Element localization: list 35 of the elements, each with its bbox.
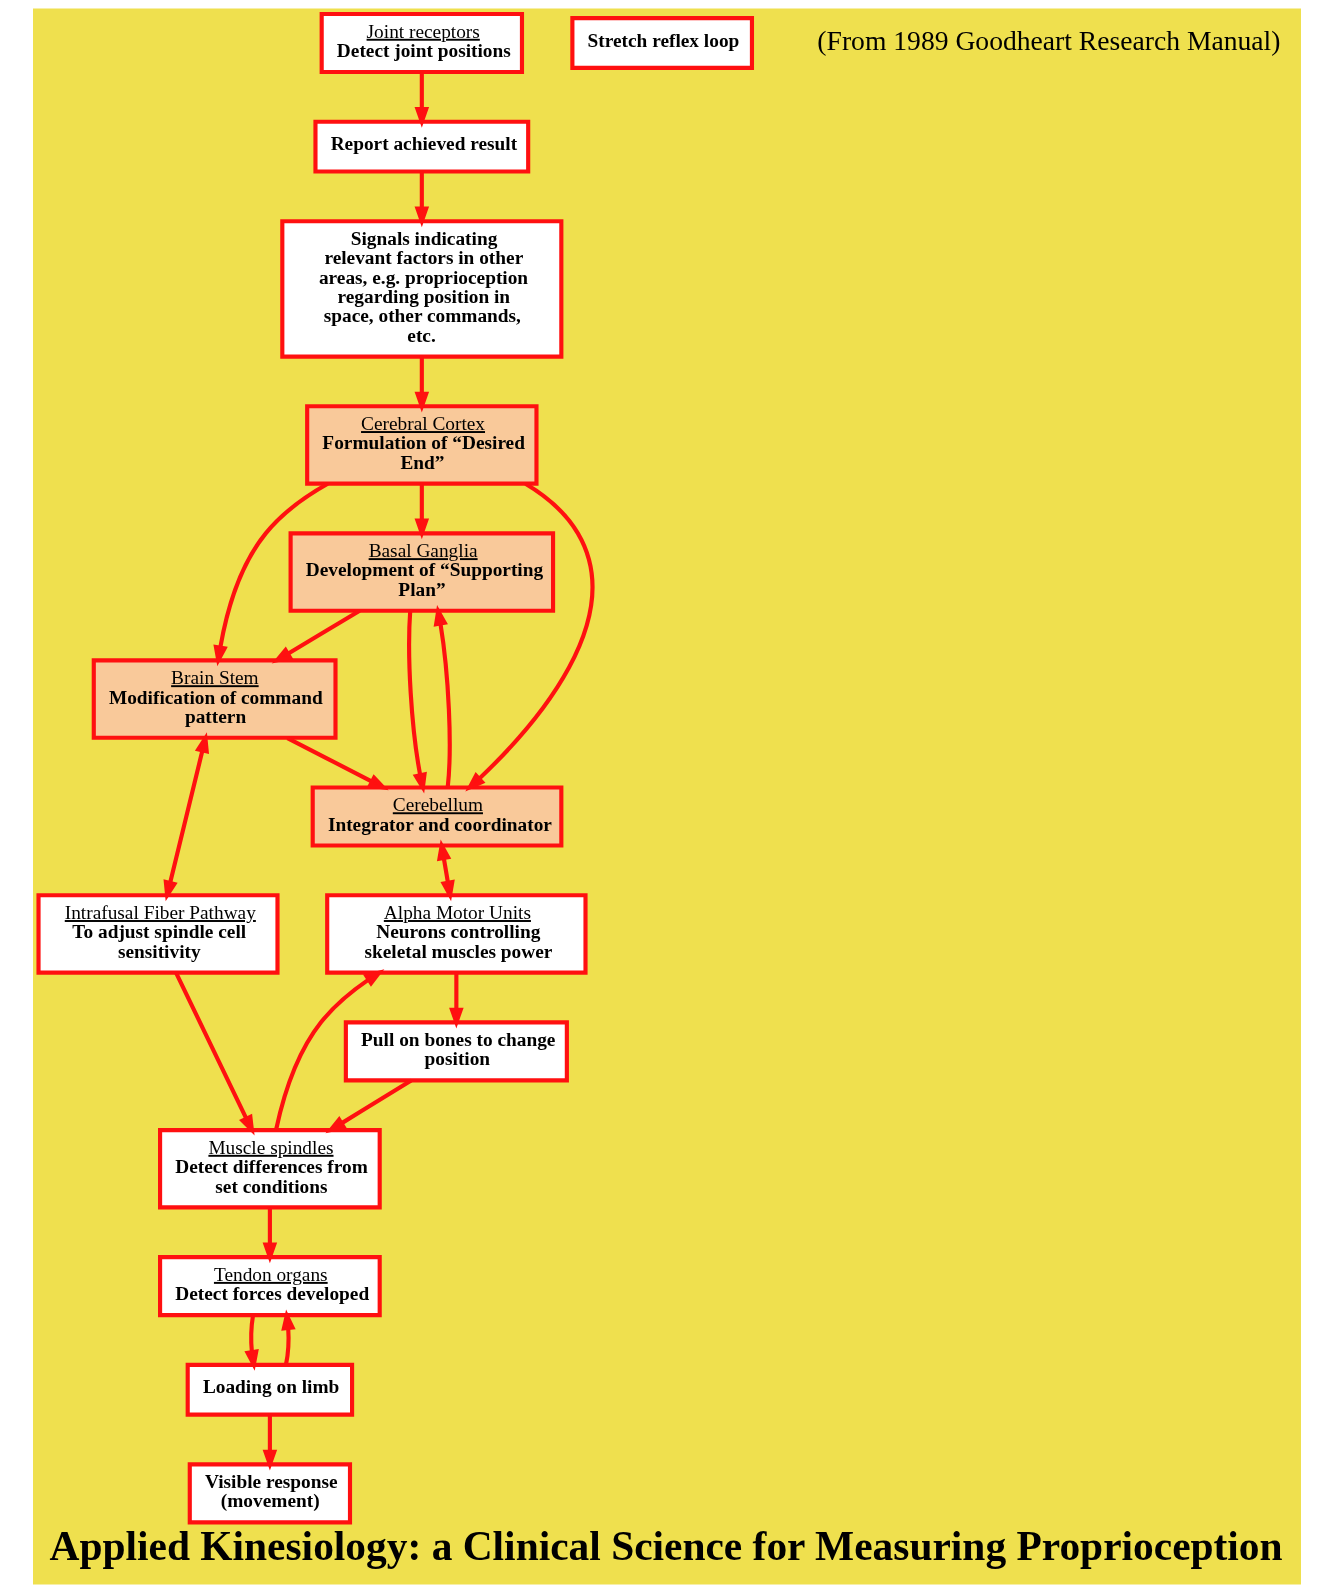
- arrow: [280, 1309, 296, 1365]
- arrow: [262, 1415, 277, 1471]
- arrow: [243, 1315, 259, 1371]
- arrow: [262, 1207, 277, 1264]
- node-box: Signals indicating relevant factors in other areas, e.g. proprioception regarding position in space, other commands, etc.: [279, 219, 563, 359]
- node-box: Brain Stem Modification of command pattern: [91, 658, 338, 740]
- arrow: [414, 171, 429, 228]
- label: (From 1989 Goodheart Research Manual): [816, 24, 1280, 56]
- node-box: Stretch reflex loop: [569, 16, 754, 70]
- node-box: Pull on bones to change position: [343, 1020, 569, 1083]
- node-box: Report achieved result: [312, 119, 530, 174]
- arrow: [448, 972, 464, 1029]
- arrow: [212, 482, 329, 667]
- node-box: Visible response (movement): [187, 1462, 352, 1525]
- node-box: Alpha Motor Units Neurons controlling skeletal muscles power: [324, 893, 588, 975]
- node-box: Tendon organs Detect forces developed: [157, 1255, 382, 1318]
- arrow: [414, 483, 429, 540]
- arrow: [414, 72, 429, 128]
- node-box: Cerebral Cortex Formulation of “Desired End”: [304, 404, 539, 486]
- arrow: [414, 356, 429, 413]
- node-box: Loading on limb: [185, 1362, 354, 1417]
- arrow: [436, 839, 455, 902]
- arrow: [464, 482, 594, 792]
- node-box: Intrafusal Fiber Pathway To adjust spindle cell sensitivity: [35, 893, 280, 975]
- arrow: [273, 969, 384, 1130]
- diagram-title: Applied Kinesiology: a Clinical Science for Measuring Proprioception: [49, 1522, 1283, 1569]
- arrow: [173, 972, 255, 1136]
- node-box: Basal Ganglia Development of “Supporting Plan”: [288, 531, 555, 613]
- arrow: [163, 732, 209, 902]
- arrow: [433, 605, 452, 788]
- arrow: [406, 611, 427, 794]
- node-box: Joint receptors Detect joint positions: [319, 11, 524, 75]
- arrow: [286, 736, 389, 791]
- node-box: Muscle spindles Detect differences from set conditions: [157, 1128, 382, 1210]
- node-box: Cerebellum Integrator and coordinator: [310, 785, 563, 848]
